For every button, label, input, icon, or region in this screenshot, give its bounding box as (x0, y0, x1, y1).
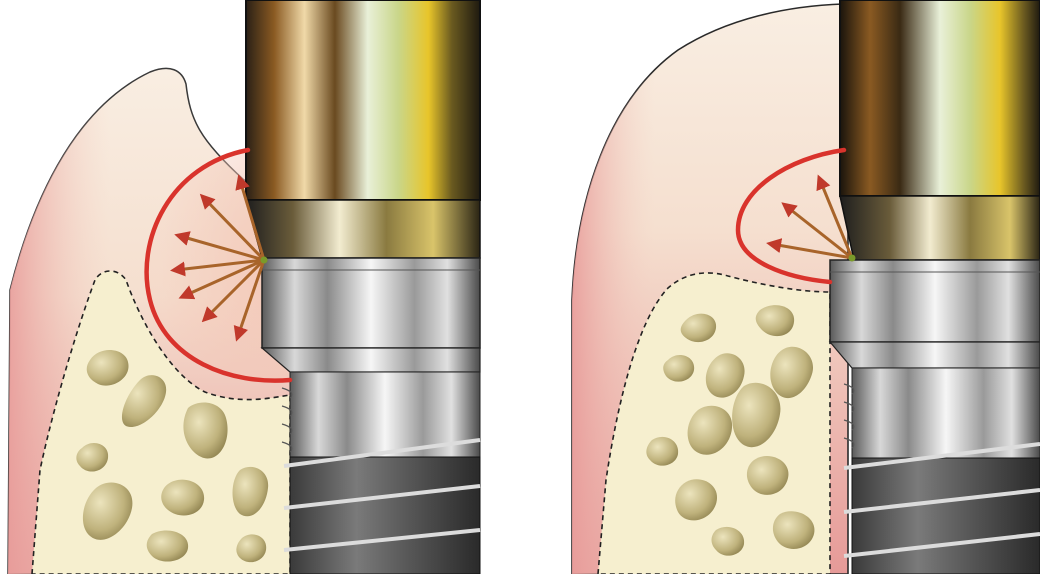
left-diagram-svg (0, 0, 490, 574)
implant-platform (262, 258, 480, 348)
implant-neck (262, 348, 480, 372)
implant-thread-body (852, 458, 1040, 574)
panel-left-wide-implant (0, 0, 490, 574)
stress-origin (261, 257, 268, 264)
panel-right-platform-switch (568, 0, 1040, 574)
abutment-shaft (246, 0, 480, 200)
implant-thread-body (290, 457, 480, 574)
stress-origin (849, 255, 856, 262)
abutment-shaft (840, 0, 1040, 196)
implant-neck (830, 342, 1040, 368)
abutment-collar (840, 196, 1040, 260)
abutment-collar (246, 200, 480, 258)
right-diagram-svg (568, 0, 1040, 574)
implant-body-upper (852, 368, 1040, 458)
